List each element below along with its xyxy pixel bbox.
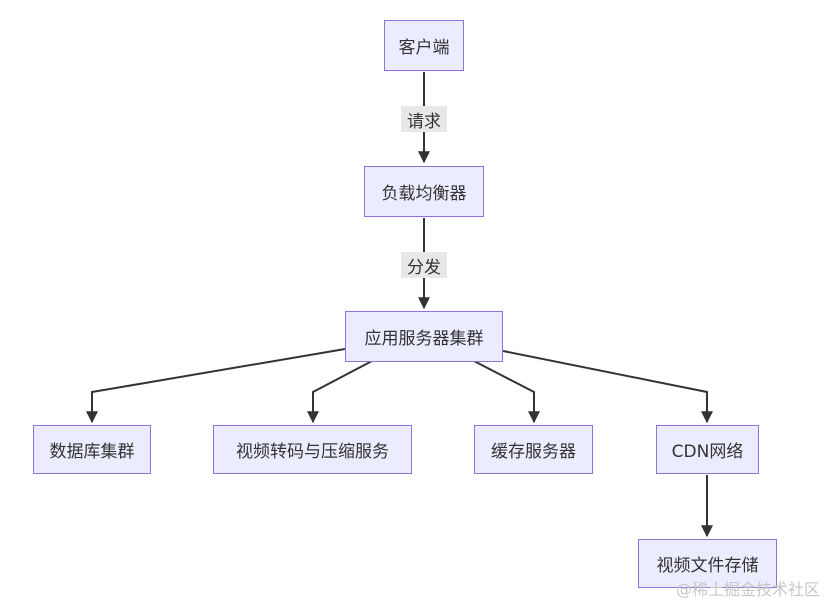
node-cdn-network: CDN网络 [656,425,759,474]
watermark: @稀土掘金技术社区 [675,580,820,599]
edge-app-to-cache [473,360,540,424]
node-load-balancer: 负载均衡器 [364,166,484,217]
node-app-cluster: 应用服务器集群 [345,311,503,362]
node-cache-server: 缓存服务器 [474,425,593,474]
edge-app-to-db [86,348,346,424]
edge-label-distribute: 分发 [401,252,447,278]
node-video-storage: 视频文件存储 [638,539,777,588]
node-client: 客户端 [384,20,464,71]
edge-label-request: 请求 [401,106,447,132]
node-database-cluster: 数据库集群 [33,425,151,474]
edge-app-to-cdn [502,350,713,424]
node-transcode-service: 视频转码与压缩服务 [213,425,412,474]
edge-app-to-transcode [307,360,373,424]
